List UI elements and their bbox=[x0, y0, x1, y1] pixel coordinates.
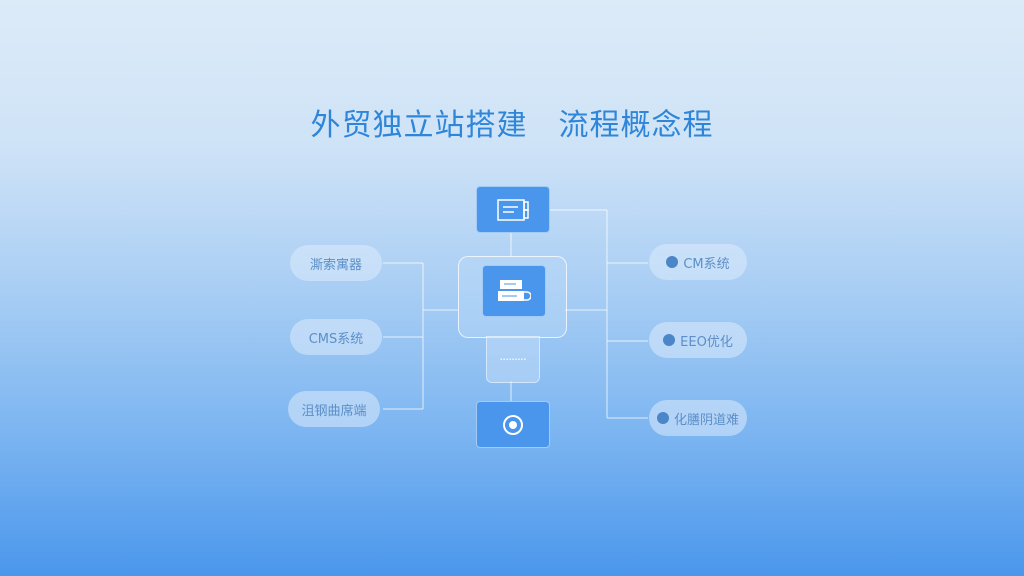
left-node-label: 澌索寓器 bbox=[309, 257, 362, 273]
right-node-label: CM系统 bbox=[683, 256, 730, 272]
server-node[interactable] bbox=[482, 265, 546, 317]
server-icon bbox=[498, 280, 531, 301]
document-icon bbox=[497, 198, 529, 221]
left-node-label: 沮钢曲席端 bbox=[301, 403, 367, 419]
bottom-user-node[interactable] bbox=[476, 401, 550, 448]
right-node-2[interactable]: EEO优化 bbox=[649, 322, 747, 358]
doc-icon bbox=[663, 334, 676, 346]
bulb-icon bbox=[666, 256, 679, 268]
left-node-3[interactable]: 沮钢曲席端 bbox=[288, 391, 380, 427]
left-node-1[interactable]: 澌索寓器 bbox=[290, 245, 382, 281]
left-node-label: CMS系统 bbox=[308, 331, 364, 347]
top-document-node[interactable] bbox=[476, 186, 550, 233]
chat-icon bbox=[656, 412, 669, 424]
right-node-3[interactable]: 化膳阴道难 bbox=[649, 400, 747, 436]
central-frame bbox=[458, 256, 567, 338]
left-node-2[interactable]: CMS系统 bbox=[290, 319, 382, 355]
right-node-label: 化膳阴道难 bbox=[673, 412, 739, 428]
user-icon bbox=[503, 414, 523, 435]
right-node-1[interactable]: CM系统 bbox=[649, 244, 747, 280]
diagram-title: 外贸独立站搭建 流程概念程 bbox=[310, 108, 714, 143]
right-node-label: EEO优化 bbox=[680, 334, 733, 350]
sub-panel: ••••••••• bbox=[486, 336, 540, 383]
